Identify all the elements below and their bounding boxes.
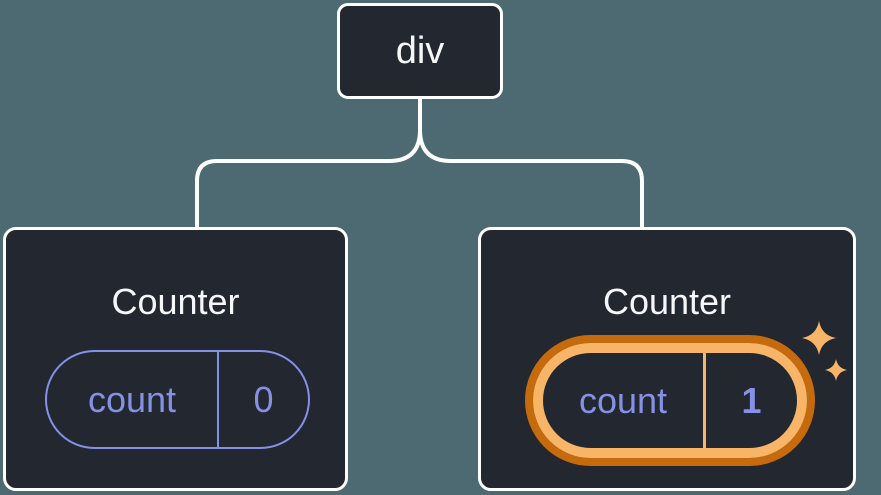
state-key: count [543,353,706,448]
counter-card-left: Counter count 0 [3,227,348,491]
state-value: 1 [741,379,762,421]
state-key: count [47,352,219,447]
state-pill-highlight-ring: count 1 [533,343,807,458]
connector-branch-left [195,99,422,228]
state-pill-highlighted: count 1 [525,335,815,466]
state-pill: count 0 [45,350,310,449]
state-value: 0 [253,378,274,420]
sparkle-large [802,321,836,355]
root-node-label: div [395,29,445,72]
counter-card-right: Counter count 1 [478,227,856,491]
counter-title: Counter [111,281,240,322]
root-node-div: div [337,3,503,99]
counter-title: Counter [602,281,732,322]
sparkle-small [825,359,847,381]
sparkles-icon [802,321,847,381]
connector-branch-right [418,99,644,228]
